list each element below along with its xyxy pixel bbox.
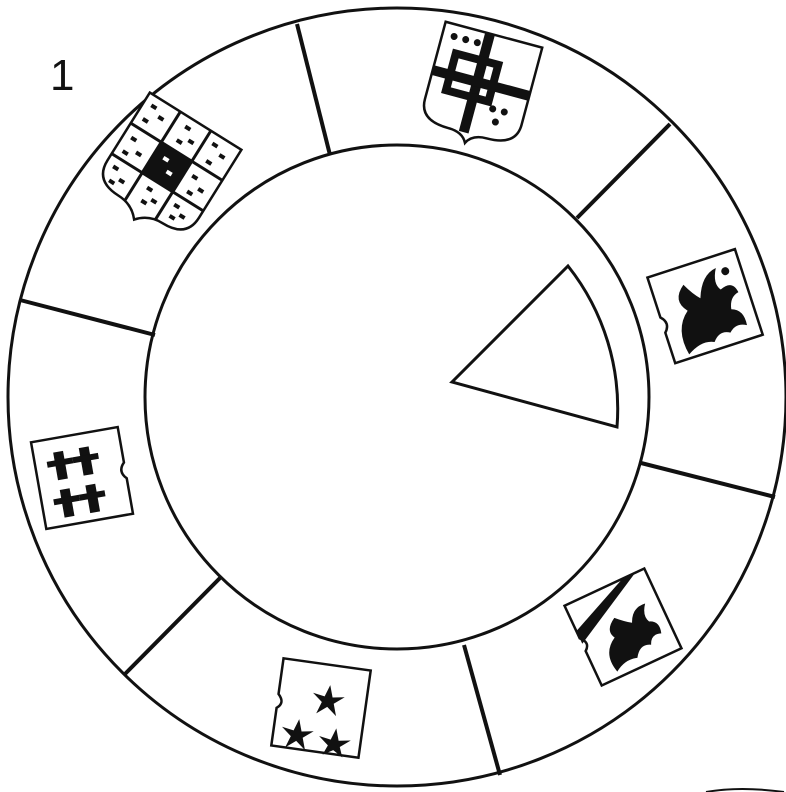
three-shuriken-shield-icon xyxy=(271,658,371,759)
double-cross-shield-icon xyxy=(31,427,133,529)
page-number: 1 xyxy=(50,51,74,100)
